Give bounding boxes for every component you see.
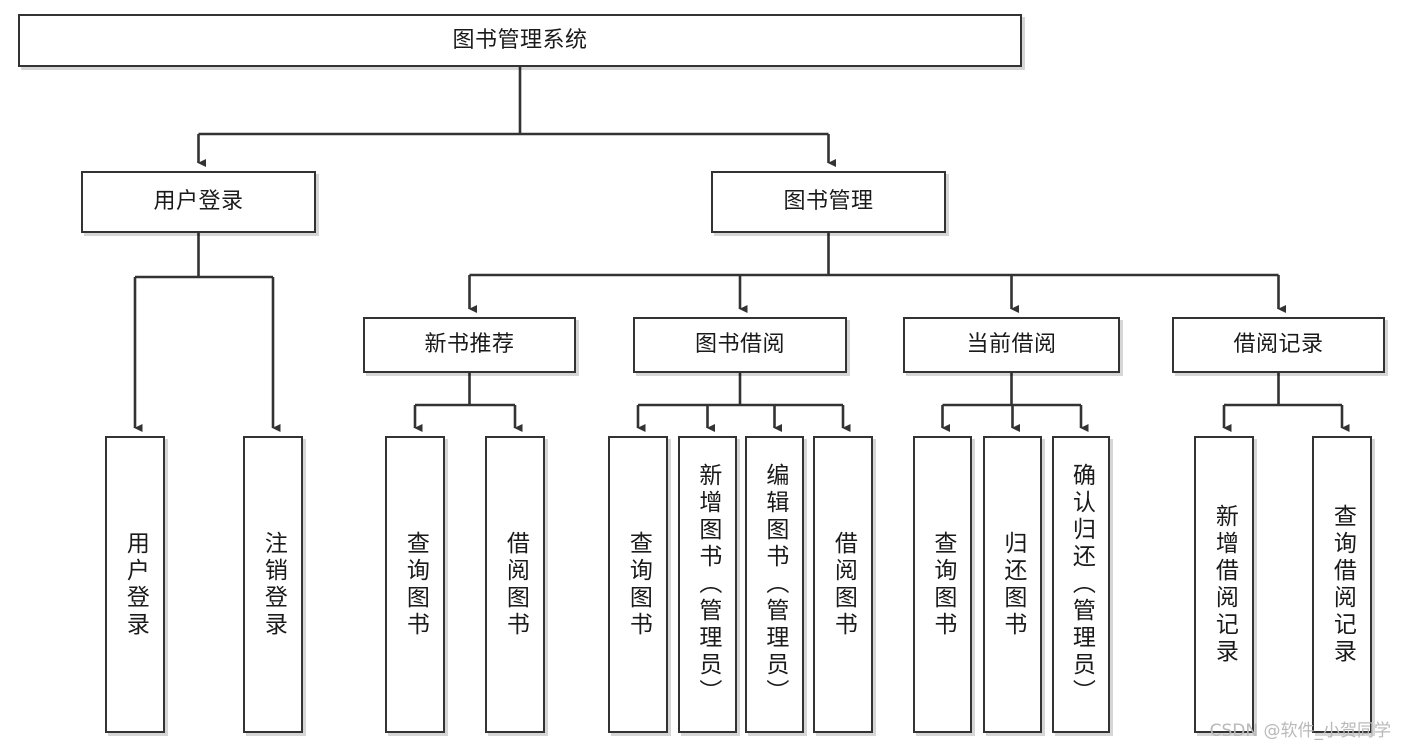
node-leaf-3[interactable]: 查询图书: [385, 436, 445, 733]
node-leaf-5[interactable]: 查询图书: [608, 436, 668, 733]
node-label: 查询借阅记录: [1329, 503, 1356, 666]
node-root[interactable]: 图书管理系统: [18, 14, 1022, 67]
node-leaf-8[interactable]: 借阅图书: [813, 436, 873, 733]
node-label: 新书推荐: [424, 332, 515, 358]
node-label: 归还图书: [999, 530, 1026, 639]
node-newbook[interactable]: 新书推荐: [363, 317, 576, 373]
node-leaf-6[interactable]: 新增图书（管理员）: [678, 436, 737, 733]
node-label: 图书管理: [783, 189, 874, 215]
node-leaf-4[interactable]: 借阅图书: [485, 436, 545, 733]
node-leaf-10[interactable]: 归还图书: [983, 436, 1042, 733]
node-label: 查询图书: [625, 530, 652, 639]
node-label: 借阅图书: [502, 530, 529, 639]
node-label: 用户登录: [122, 530, 149, 639]
node-leaf-13[interactable]: 查询借阅记录: [1312, 436, 1372, 733]
node-label: 借阅图书: [830, 530, 857, 639]
node-leaf-7[interactable]: 编辑图书（管理员）: [745, 436, 804, 733]
edge-group: [133, 67, 1350, 433]
node-leaf-1[interactable]: 用户登录: [105, 436, 165, 733]
node-records[interactable]: 借阅记录: [1172, 317, 1385, 373]
node-label: 编辑图书（管理员）: [761, 463, 788, 706]
node-label: 图书借阅: [694, 332, 785, 358]
node-label: 注销登录: [260, 530, 287, 639]
node-label: 查询图书: [402, 530, 429, 639]
node-label: 新增借阅记录: [1211, 503, 1238, 666]
node-borrow[interactable]: 图书借阅: [633, 317, 847, 373]
node-label: 图书管理系统: [452, 27, 588, 53]
node-label: 确认归还（管理员）: [1068, 463, 1095, 706]
node-bookmgmt[interactable]: 图书管理: [711, 171, 946, 233]
node-leaf-12[interactable]: 新增借阅记录: [1194, 436, 1254, 733]
node-label: 新增图书（管理员）: [694, 463, 721, 706]
node-label: 查询图书: [929, 530, 956, 639]
node-login[interactable]: 用户登录: [81, 171, 316, 233]
node-current[interactable]: 当前借阅: [903, 317, 1120, 373]
node-label: 借阅记录: [1233, 332, 1324, 358]
watermark-text: CSDN @软件_小贺同学: [1209, 721, 1391, 741]
node-label: 用户登录: [153, 189, 244, 215]
node-label: 当前借阅: [966, 332, 1057, 358]
node-leaf-11[interactable]: 确认归还（管理员）: [1052, 436, 1110, 733]
node-leaf-9[interactable]: 查询图书: [913, 436, 972, 733]
node-leaf-2[interactable]: 注销登录: [243, 436, 303, 733]
